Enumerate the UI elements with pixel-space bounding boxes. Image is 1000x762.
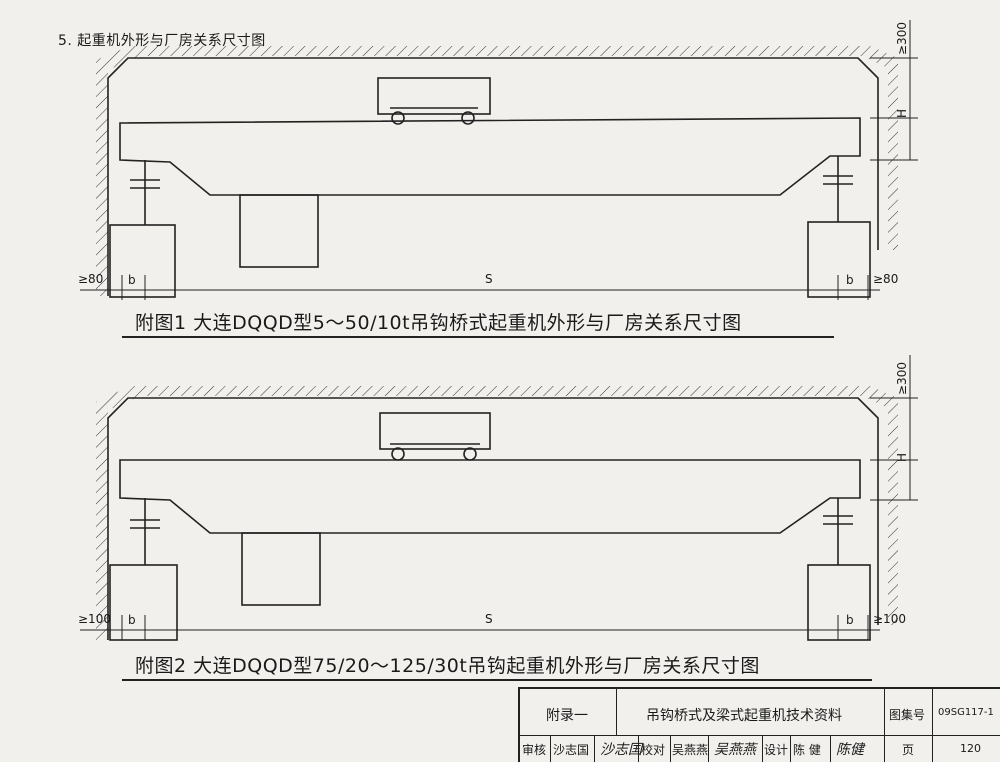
figure2-dim-left: ≥100 [78,612,111,626]
figure2-cab [241,532,321,606]
figure2-trolley [379,412,491,450]
figure1-caption: 附图1 大连DQQD型5～50/10t吊钩桥式起重机外形与厂房关系尺寸图 [135,312,742,334]
checker-signature: 吴燕燕 [714,742,756,758]
title-block: 附录一 吊钩桥式及梁式起重机技术资料 图集号 09SG117-1 审核 沙志国 … [518,687,1000,762]
figure1-right-column [807,221,871,298]
appendix-label: 附录一 [546,708,588,724]
figure1-building-outline [107,57,879,296]
page-number: 120 [960,742,981,755]
figure2-caption: 附图2 大连DQQD型75/20～125/30t吊钩起重机外形与厂房关系尺寸图 [135,655,760,677]
figure2-dim-right: ≥100 [873,612,906,626]
figure1-building-hatch [96,46,898,296]
checker-name: 吴燕燕 [672,743,709,757]
figure1-dim-b-left: b [128,273,136,287]
atlas-number: 09SG117-1 [938,707,994,718]
figure2-left-column [109,564,178,641]
design-label: 设计 [764,743,789,757]
figure1-cab [239,194,319,268]
figure1-dim-s: S [485,272,493,286]
figure2-building-outline [107,397,879,640]
figure2-girder [119,459,861,534]
section-title: 5. 起重机外形与厂房关系尺寸图 [58,33,266,49]
figure1-dim-b-right: b [846,273,854,287]
check-label: 校对 [641,743,666,757]
figure1-dim-top: ≥300 [895,22,909,55]
figure2-dim-top: ≥300 [895,362,909,395]
figure2-right-column [807,564,871,641]
figure1-left-column [109,224,176,298]
figure1-trolley [377,77,491,115]
figure1-drawing [80,20,918,300]
title-block-title: 吊钩桥式及梁式起重机技术资料 [646,708,842,724]
figure1-dim-h: H [895,108,909,118]
designer-signature: 陈健 [836,742,864,758]
reviewer-signature: 沙志国 [600,742,642,758]
figure2-dim-h: H [895,452,909,462]
figure2-building-hatch [96,386,898,640]
figure1-caption-underline [122,336,834,338]
figure2-drawing [80,355,918,641]
figure1-dim-left: ≥80 [78,272,104,286]
figure2-dim-b-left: b [128,613,136,627]
figure1-dim-right: ≥80 [873,272,899,286]
review-label: 审核 [522,743,547,757]
reviewer-name: 沙志国 [553,743,590,757]
page-label: 页 [902,743,915,757]
figure2-caption-underline [122,679,872,681]
figure2-dim-b-right: b [846,613,854,627]
figure1-girder [119,117,861,196]
figure2-dim-s: S [485,612,493,626]
designer-name: 陈 健 [793,743,821,757]
atlas-label: 图集号 [889,708,926,722]
